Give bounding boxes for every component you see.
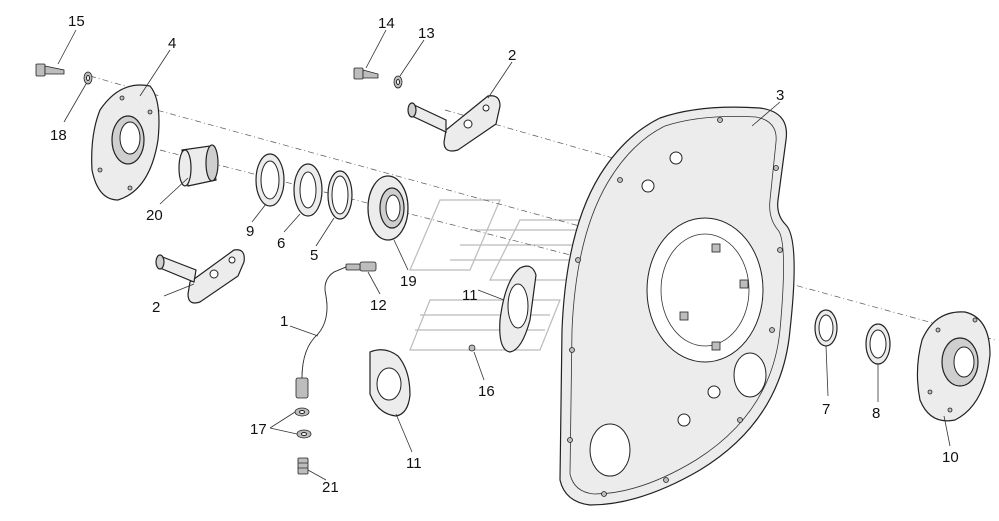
callout-14: 14 [378,15,395,32]
callout-9: 9 [246,223,254,240]
part-bolt-16 [468,344,476,352]
part-bolt-14 [353,67,379,80]
callout-1: 1 [280,313,288,330]
part-washer-13 [393,75,403,89]
callout-18: 18 [50,127,67,144]
part-bushing [178,144,219,187]
part-housing-cover [559,106,795,506]
callout-7: 7 [822,401,830,418]
part-circlip-5 [327,170,353,220]
center-bore [646,217,764,363]
callout-8: 8 [872,405,880,422]
part-ring-9 [255,153,285,207]
callout-16: 16 [478,383,495,400]
callout-2-upper: 2 [508,47,516,64]
callout-10: 10 [942,449,959,466]
part-hose-1 [295,266,347,399]
part-small-cover-upper [499,265,537,353]
part-plug-21 [297,457,309,475]
callout-12: 12 [370,297,387,314]
callout-17: 17 [250,421,267,438]
part-flange-right [916,311,991,422]
callout-labels: 15 4 18 20 14 13 2 3 9 6 5 19 12 11 2 1 … [50,13,959,496]
callout-13: 13 [418,25,435,42]
part-lever-upper [407,95,501,152]
callout-3: 3 [776,87,784,104]
part-bolt-15 [35,63,65,77]
part-ring-8 [865,323,891,365]
callout-2-lower: 2 [152,299,160,316]
leader-lines [57,29,951,481]
callout-15: 15 [68,13,85,30]
part-nuts-17 [294,407,312,439]
callout-5: 5 [310,247,318,264]
part-fitting-12 [345,261,377,272]
callout-11-upper: 11 [462,287,478,304]
part-nut-6 [293,163,323,217]
callout-19: 19 [400,273,417,290]
callout-20: 20 [146,207,163,224]
part-flange-left [91,84,160,201]
part-ring-7 [814,309,838,347]
callout-4: 4 [168,35,176,52]
part-washer-18 [83,71,93,85]
callout-21: 21 [322,479,339,496]
part-lever-lower [155,249,245,304]
part-small-cover-lower [369,349,411,417]
callout-11-lower: 11 [406,455,422,472]
part-bearing [367,175,409,241]
callout-6: 6 [277,235,285,252]
